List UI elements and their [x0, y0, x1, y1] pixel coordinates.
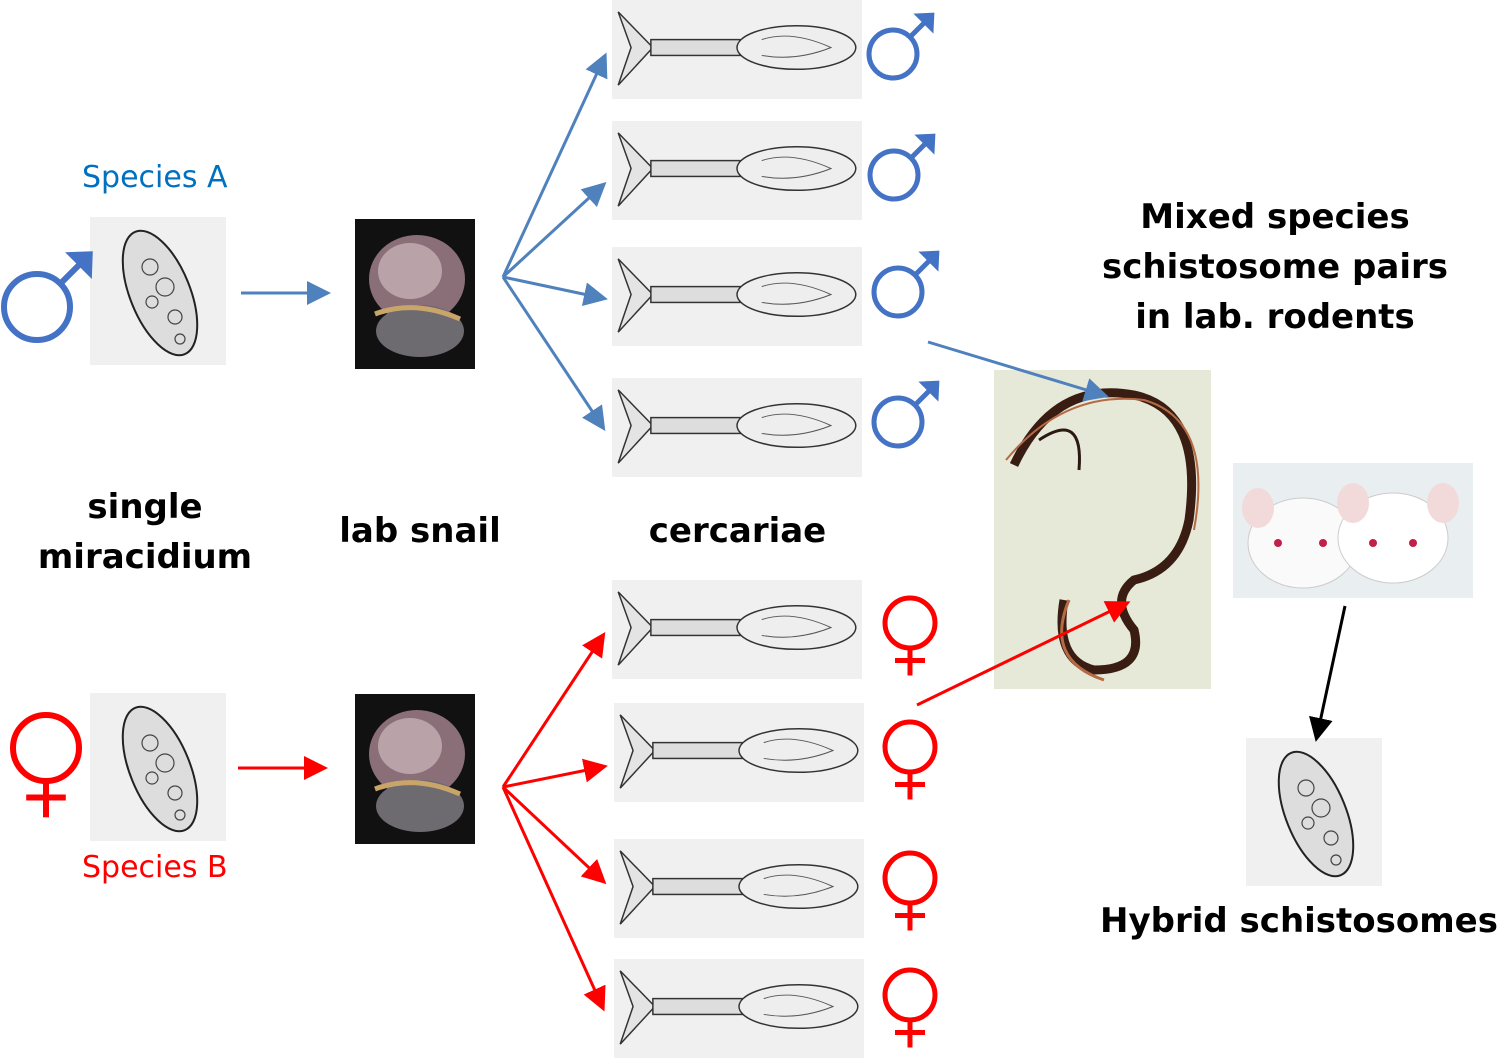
female-symbol-icon — [10, 712, 82, 818]
cercaria-image-male — [612, 378, 862, 477]
single-miracidium-label: single miracidium — [37, 487, 253, 577]
snail-image-species-a — [355, 219, 475, 369]
female-symbol-icon — [882, 967, 938, 1048]
cercaria-image-female — [614, 703, 864, 802]
male-symbol-icon — [871, 380, 940, 449]
lab-snail-label: lab snail — [339, 511, 501, 551]
female-symbol-icon — [882, 595, 938, 676]
cercaria-image-female — [614, 959, 864, 1058]
miracidium-image-species-b — [90, 693, 226, 841]
mixed-pairs-label: Mixed species schistosome pairs in lab. … — [1102, 197, 1448, 337]
worm-pair-image — [994, 370, 1211, 689]
male-symbol-icon — [866, 12, 935, 81]
arrow-icon — [501, 181, 607, 279]
cercaria-image-female — [614, 839, 864, 938]
arrow-icon — [501, 786, 606, 1012]
species-a-label: Species A — [82, 160, 228, 195]
arrow-icon — [916, 601, 1131, 707]
cercaria-image-male — [612, 121, 862, 220]
cercaria-image-male — [612, 0, 862, 99]
female-symbol-icon — [882, 719, 938, 800]
arrow-icon — [501, 785, 607, 885]
arrow-icon — [501, 276, 606, 431]
snail-image-species-b — [355, 694, 475, 844]
hybrid-schistosomes-label: Hybrid schistosomes — [1100, 901, 1497, 941]
species-b-label: Species B — [82, 850, 228, 885]
cercariae-label: cercariae — [648, 511, 827, 551]
arrow-icon — [927, 340, 1109, 402]
arrow-icon — [502, 758, 608, 789]
cercaria-image-female — [612, 580, 862, 679]
hybrid-miracidium-image — [1246, 738, 1382, 886]
miracidium-image-species-a — [90, 217, 226, 365]
cercaria-image-male — [612, 247, 862, 346]
arrow-icon — [501, 52, 608, 278]
male-symbol-icon — [867, 133, 936, 202]
female-symbol-icon — [882, 850, 938, 931]
male-symbol-icon — [871, 250, 940, 319]
arrow-icon — [502, 275, 608, 307]
arrow-icon — [1309, 605, 1347, 742]
arrow-icon — [501, 631, 606, 788]
mice-image — [1233, 463, 1473, 598]
male-symbol-icon — [1, 251, 93, 343]
